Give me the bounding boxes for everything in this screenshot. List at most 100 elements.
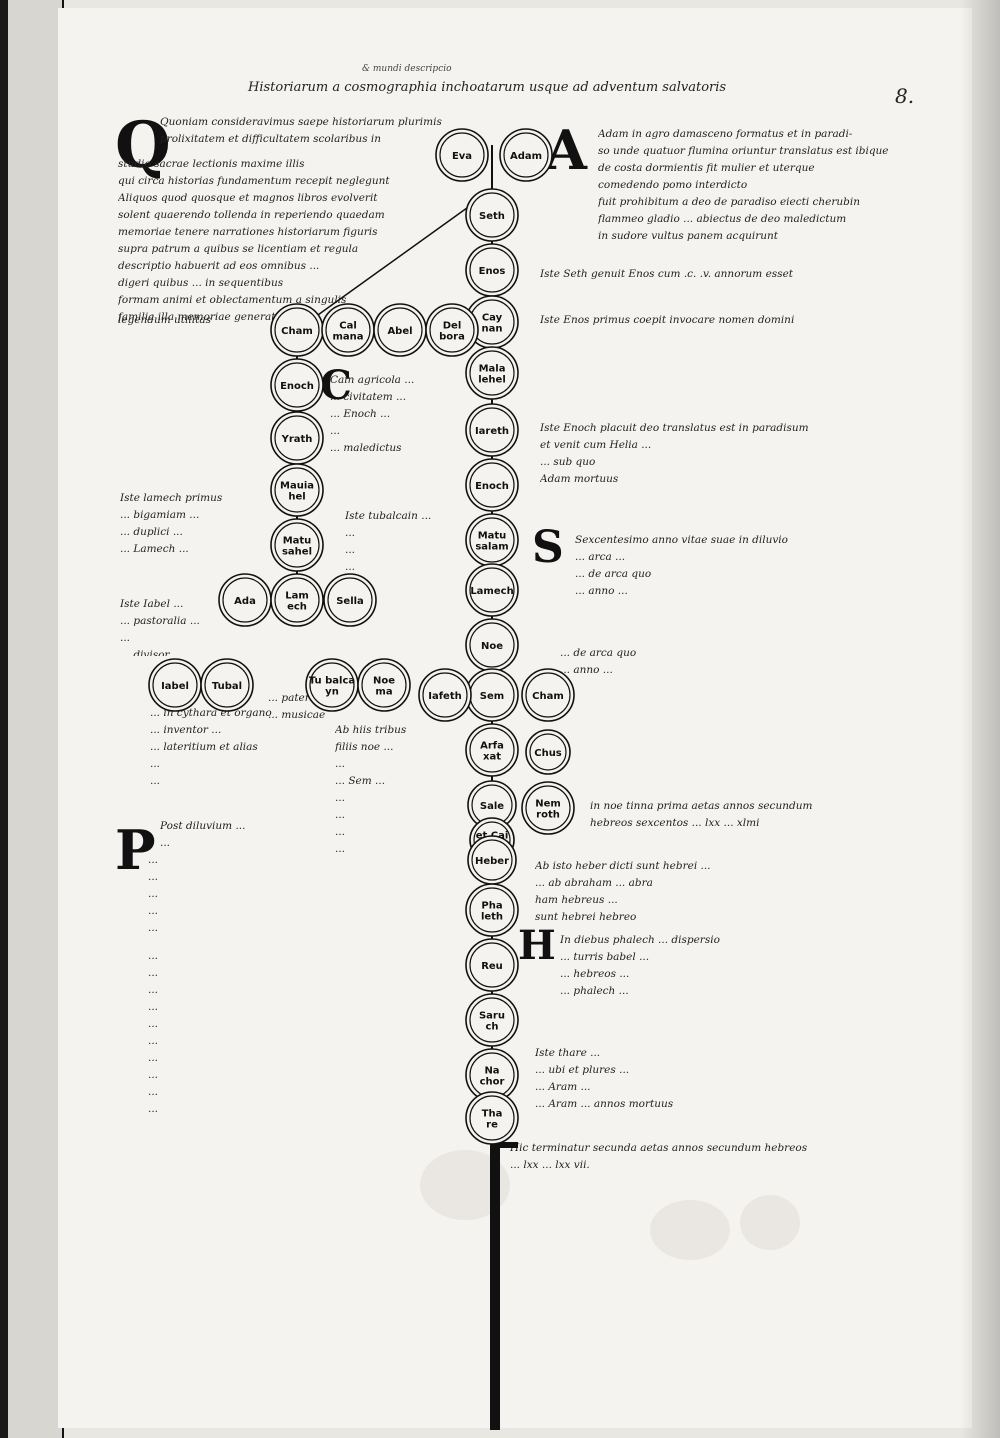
first-aetas-note: in noe tinna prima aetas annos secundum …: [590, 798, 890, 838]
text-line: ... musicae: [268, 709, 326, 721]
genealogy-node: Iabel: [148, 658, 202, 712]
text-line: ... Sem ...: [335, 775, 386, 787]
node-label: Adam: [510, 151, 542, 162]
text-line: ... Enoch ...: [330, 408, 391, 420]
text-line: ...: [345, 527, 356, 539]
text-line: ... ab abraham ... abra: [535, 877, 653, 889]
genealogy-node: Heber: [467, 835, 517, 885]
node-label: Cay: [482, 313, 503, 324]
node-outer-ring: [465, 1091, 519, 1145]
node-inner-ring: [471, 839, 513, 881]
text-line: ...: [150, 775, 161, 787]
text-line: ...: [335, 792, 346, 804]
text-line: qui circa historias fundamentum recepit …: [118, 175, 390, 187]
text-line: ...: [335, 809, 346, 821]
genealogy-node: Seth: [465, 188, 519, 242]
node-label: Abel: [387, 326, 412, 337]
text-line: Hic terminatur secunda aetas annos secun…: [510, 1142, 808, 1154]
node-outer-ring: [521, 781, 575, 835]
genealogy-node: Lamech: [465, 563, 519, 617]
node-label: Seth: [479, 211, 505, 222]
genealogy-node: Cham: [270, 303, 324, 357]
lamech-note: Iste lamech primus ... bigamiam ... ... …: [120, 490, 270, 570]
genealogy-node: Ada: [218, 573, 272, 627]
text-line: ...: [335, 843, 346, 855]
node-label: Enos: [479, 266, 506, 277]
node-inner-ring: [377, 307, 423, 353]
genealogy-node: Lamech: [270, 573, 324, 627]
node-outer-ring: [270, 358, 324, 412]
text-line: memoriae tenere narrationes historiarum …: [118, 226, 378, 238]
text-line: Sexcentesimo anno vitae suae in diluvio: [575, 534, 788, 546]
text-line: so unde quatuor flumina oriuntur transla…: [598, 145, 889, 157]
genealogy-node: Iareth: [465, 403, 519, 457]
node-label: leth: [481, 912, 503, 923]
text-line: descriptio habuerit ad eos omnibus ...: [118, 260, 320, 272]
text-line: digeri quibus ... in sequentibus: [118, 277, 284, 289]
initial-c: C: [320, 362, 352, 409]
post-note-cont: ... ... ... ... ... ... ... ... ... ...: [148, 948, 458, 1128]
initial-p: P: [115, 818, 156, 882]
node-label: mana: [332, 332, 363, 343]
node-label: Noe: [481, 641, 503, 652]
node-outer-ring: [465, 188, 519, 242]
text-line: ... pater: [268, 692, 310, 704]
genealogy-node: Yrath: [270, 411, 324, 465]
node-outer-ring: [270, 518, 324, 572]
node-label: Iareth: [475, 426, 509, 437]
text-line: ...: [148, 967, 159, 979]
text-line: supra patrum a quibus se licentiam et re…: [118, 243, 359, 255]
node-label: Sella: [336, 596, 364, 607]
node-inner-ring: [469, 247, 515, 293]
node-inner-ring: [204, 662, 250, 708]
node-label: Cham: [532, 691, 564, 702]
node-label: Na: [484, 1066, 499, 1077]
text-line: ...: [335, 758, 346, 770]
text-line: ... de arca quo: [575, 568, 652, 580]
text-line: Iste Iabel ...: [120, 598, 184, 610]
node-outer-ring: [425, 303, 479, 357]
node-inner-ring: [274, 577, 320, 623]
genealogy-node: Enoch: [465, 458, 519, 512]
node-label: Pha: [481, 901, 502, 912]
node-label: Enoch: [475, 481, 509, 492]
node-outer-ring: [270, 573, 324, 627]
node-inner-ring: [422, 672, 468, 718]
node-label: salam: [475, 542, 508, 553]
genealogy-node: Enos: [465, 243, 519, 297]
node-inner-ring: [469, 727, 515, 773]
tubal-pater: ... pater ... musicae: [268, 690, 338, 724]
text-line: ...: [345, 544, 356, 556]
node-label: nan: [482, 324, 503, 335]
text-line: prolixitatem et difficultatem scolaribus…: [160, 133, 382, 145]
binding-shadow: [0, 0, 8, 1438]
node-inner-ring: [469, 567, 515, 613]
text-line: Aliquos quod quosque et magnos libros ev…: [118, 192, 378, 204]
text-line: ... civitatem ...: [330, 391, 407, 403]
genealogy-node: Tubal: [200, 658, 254, 712]
node-inner-ring: [469, 517, 515, 563]
text-line: formam animi et oblectamentum a singulis: [118, 294, 347, 306]
iabel-note: Iste Iabel ... ... pastoralia ... ... ..…: [120, 596, 320, 656]
node-label: bora: [439, 332, 465, 343]
text-line: legendum utilitas: [118, 314, 211, 326]
node-inner-ring: [429, 307, 475, 353]
enoch-note: Iste Enoch placuit deo translatus est in…: [540, 420, 895, 490]
node-label: Matu: [478, 531, 507, 542]
text-line: ... Aram ... annos mortuus: [535, 1098, 674, 1110]
text-line: in noe tinna prima aetas annos secundum: [590, 800, 813, 812]
genealogy-node: Sella: [323, 573, 377, 627]
text-line: in sudore vultus panem acquirunt: [598, 230, 778, 242]
node-outer-ring: [525, 729, 571, 775]
node-label: Heber: [475, 856, 509, 867]
initial-s: S: [532, 522, 564, 573]
node-outer-ring: [499, 128, 553, 182]
text-line: ...: [148, 984, 159, 996]
adam-note: Adam in agro damasceno formatus et in pa…: [598, 126, 898, 266]
